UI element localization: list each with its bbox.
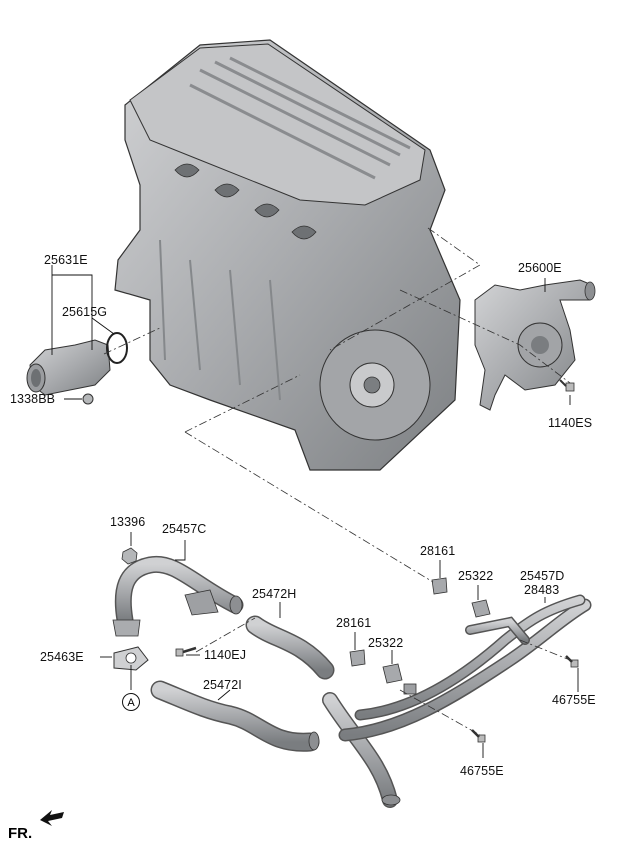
label-25463E: 25463E [40,650,84,664]
label-13396: 13396 [110,515,146,529]
hose-25472I [150,680,320,752]
plug-25322-lower [382,663,403,684]
label-25322-upper: 25322 [458,569,494,583]
label-25472I: 25472I [203,678,242,692]
o-ring-25615G [106,332,128,364]
gasket-25463E [113,646,149,671]
label-46755E-lower: 46755E [460,764,504,778]
nut-1338BB [82,393,94,405]
label-25472H: 25472H [252,587,297,601]
thermostat-housing-25631E [26,339,111,396]
label-25631E: 25631E [44,253,88,267]
cap-28161-upper [431,577,448,595]
label-1338BB: 1338BB [10,392,56,406]
front-marker: FR. [8,825,33,842]
front-arrow-icon [40,810,64,826]
bolt-1140ES [559,379,575,392]
hose-25472H [245,615,335,680]
bolt-1140EJ [175,646,197,657]
callout-a: A [122,693,140,711]
label-28161-upper: 28161 [420,544,456,558]
label-46755E-right: 46755E [552,693,596,707]
label-28483: 28483 [524,583,560,597]
cap-28161-lower [349,649,366,667]
nut-13396 [121,547,138,565]
plug-25322-upper [471,599,491,618]
label-1140ES: 1140ES [548,416,593,430]
bolt-46755E-right [565,655,579,668]
label-28161-lower: 28161 [336,616,372,630]
label-25615G: 25615G [62,305,108,319]
label-25457D: 25457D [520,569,565,583]
cam-cover-ribs [189,56,411,180]
block-ribs [159,239,281,401]
label-1140EJ: 1140EJ [204,648,247,662]
crank-hub [363,376,381,394]
water-pump-25600E [474,279,596,411]
label-25322-lower: 25322 [368,636,404,650]
leader-lines [51,265,579,758]
exhaust-ports [174,163,317,240]
label-25600E: 25600E [518,261,562,275]
dash-dot-assembly-lines [103,227,571,736]
label-25457C: 25457C [162,522,207,536]
water-pipe-25457C [112,555,244,637]
water-pipe-25457D [322,594,592,808]
engine-assembly [114,39,461,471]
